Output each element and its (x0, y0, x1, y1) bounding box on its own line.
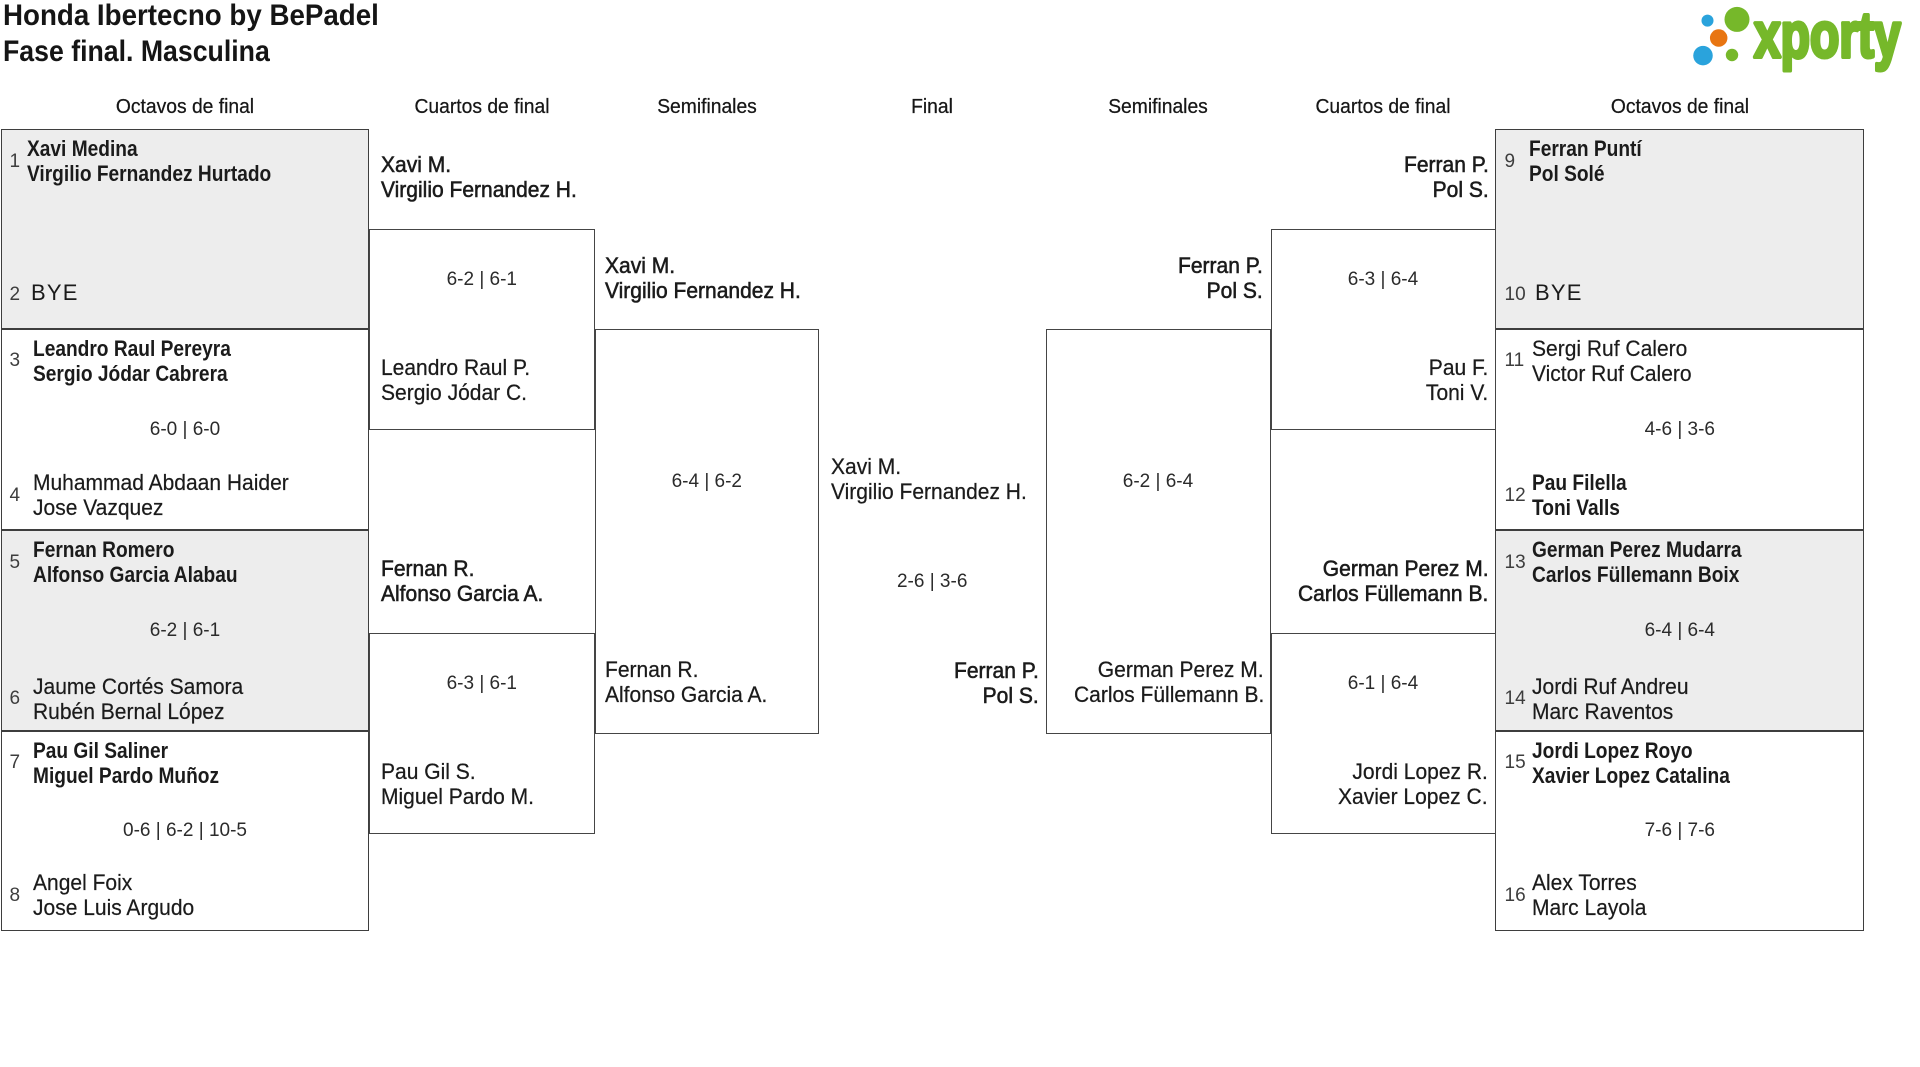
svg-text:xporty: xporty (1754, 0, 1901, 70)
